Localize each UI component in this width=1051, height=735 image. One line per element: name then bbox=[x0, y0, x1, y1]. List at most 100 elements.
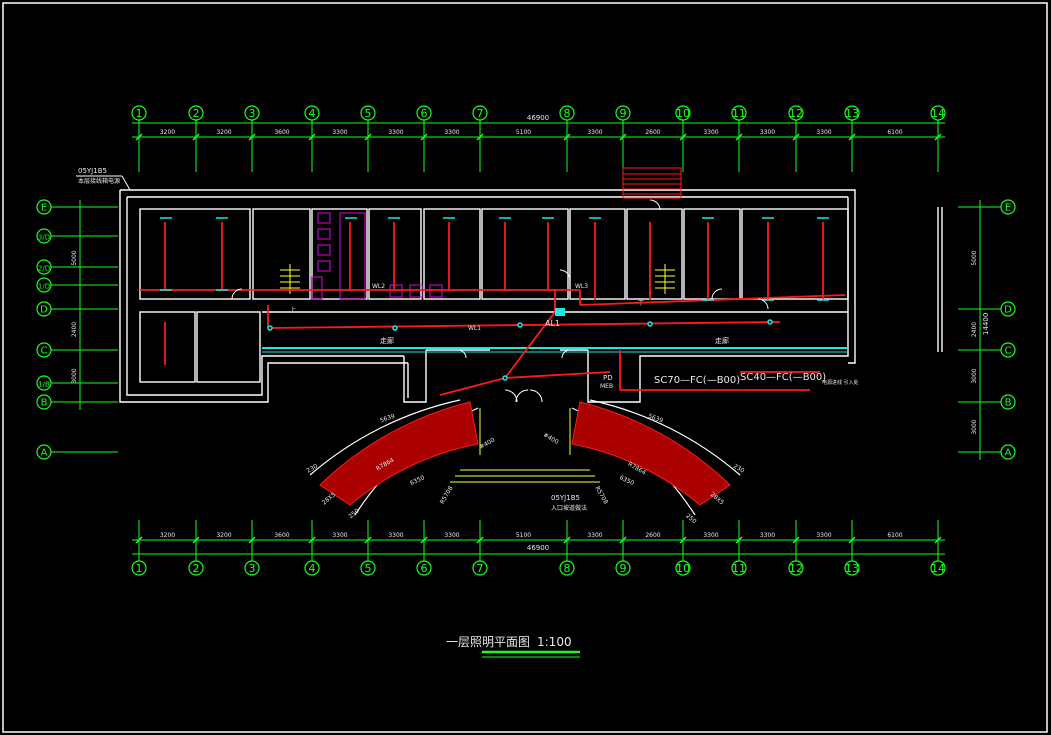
column-axis-2-top-label: 2 bbox=[193, 107, 200, 120]
dim-right-total: 14400 bbox=[982, 313, 990, 335]
dim-top-tick-2 bbox=[192, 133, 200, 141]
dim-bottom-span-9: 2600 bbox=[645, 532, 660, 539]
vdim-right-3: 3000 bbox=[971, 368, 978, 383]
column-axis-12-top-label: 12 bbox=[789, 107, 803, 120]
dim-bottom-tick-10 bbox=[679, 536, 687, 544]
panel-pd-label: PD bbox=[603, 374, 613, 382]
arc-dim-5: R5708 bbox=[439, 485, 455, 505]
corridor-right-label: 走廊 bbox=[715, 336, 729, 345]
row-axis-E-left-label: E bbox=[41, 203, 47, 214]
dim-top-span-6: 3300 bbox=[444, 129, 459, 136]
dim-top-span-8: 3300 bbox=[587, 129, 602, 136]
entrance-ramp-right bbox=[571, 399, 741, 516]
cable-label-1: SC70—FC(—B00) bbox=[654, 375, 740, 386]
dim-bottom-span-7: 5100 bbox=[516, 532, 531, 539]
row-axis-A-right-label: A bbox=[1005, 448, 1012, 459]
ref-top-left: 05YJ1B5 bbox=[78, 167, 107, 175]
dim-bottom-tick-13 bbox=[848, 536, 856, 544]
dim-top-tick-9 bbox=[619, 133, 627, 141]
column-axis-3-top-label: 3 bbox=[249, 107, 256, 120]
column-axis-9-bottom-label: 9 bbox=[620, 562, 627, 575]
dim-top-span-2: 3200 bbox=[216, 129, 231, 136]
row-axis-B-right-label: B bbox=[1005, 398, 1012, 409]
drawing-scale: 1:100 bbox=[537, 635, 572, 649]
dim-bottom-span-10: 3300 bbox=[703, 532, 718, 539]
dim-bottom-tick-6 bbox=[420, 536, 428, 544]
row-axis-3/D-left-label: 3/D bbox=[38, 234, 50, 242]
row-axis-C-left-label: C bbox=[41, 346, 48, 357]
vdim-right-4: 3000 bbox=[971, 419, 978, 434]
column-axis-13-top-label: 13 bbox=[845, 107, 859, 120]
arc-dim-1: 5639 bbox=[379, 413, 396, 425]
column-axis-14-top-label: 14 bbox=[931, 107, 945, 120]
column-axis-1-top-label: 1 bbox=[136, 107, 143, 120]
dim-top-tick-5 bbox=[364, 133, 372, 141]
stair-left bbox=[280, 264, 300, 294]
vdim-left-3: 3000 bbox=[71, 368, 78, 383]
doors bbox=[231, 199, 769, 403]
dim-top-tick-6 bbox=[420, 133, 428, 141]
column-axis-13-bottom-label: 13 bbox=[845, 562, 859, 575]
arc-dim-16: #400 bbox=[542, 432, 560, 446]
lighting-circuits bbox=[140, 222, 846, 396]
row-axis-B-left-label: B bbox=[41, 398, 48, 409]
entrance-platform bbox=[450, 408, 600, 483]
row-axis-1/D-left-label: 1/D bbox=[38, 283, 50, 291]
note-top-left: 本层接线箱电源 bbox=[78, 177, 120, 185]
dim-top-tick-11 bbox=[735, 133, 743, 141]
column-axis-8-top-label: 8 bbox=[564, 107, 571, 120]
wl1-label: WL1 bbox=[468, 325, 481, 332]
row-axis-C-right-label: C bbox=[1005, 346, 1012, 357]
wl2-label: WL2 bbox=[372, 283, 385, 290]
dim-top-span-1: 3200 bbox=[160, 129, 175, 136]
column-axis-10-top-label: 10 bbox=[676, 107, 690, 120]
dim-bottom-span-4: 3300 bbox=[332, 532, 347, 539]
column-axis-5-bottom-label: 5 bbox=[365, 562, 372, 575]
vdim-right-1: 5000 bbox=[971, 250, 978, 265]
dim-top-span-10: 3300 bbox=[703, 129, 718, 136]
arc-dim-2: 5639 bbox=[647, 413, 664, 425]
dim-top-span-4: 3300 bbox=[332, 129, 347, 136]
toilet-fixtures bbox=[311, 212, 443, 300]
corridor-left-label: 走廊 bbox=[380, 336, 394, 345]
stair-up-label: 上 bbox=[290, 306, 296, 314]
dim-bottom-tick-11 bbox=[735, 536, 743, 544]
dim-bottom-tick-3 bbox=[248, 536, 256, 544]
column-axis-11-bottom-label: 11 bbox=[732, 562, 746, 575]
dim-bottom-tick-1 bbox=[135, 536, 143, 544]
dim-bottom-tick-4 bbox=[308, 536, 316, 544]
dim-top-tick-4 bbox=[308, 133, 316, 141]
dim-top-span-5: 3300 bbox=[388, 129, 403, 136]
building-walls bbox=[119, 189, 943, 403]
dim-top-span-12: 3300 bbox=[816, 129, 831, 136]
column-axis-4-bottom-label: 4 bbox=[309, 562, 316, 575]
dim-bottom-tick-8 bbox=[563, 536, 571, 544]
drawing-title: 一层照明平面图 bbox=[446, 635, 530, 649]
vdim-left-2: 2400 bbox=[71, 322, 78, 337]
column-axis-6-top-label: 6 bbox=[421, 107, 428, 120]
column-axis-5-top-label: 5 bbox=[365, 107, 372, 120]
dim-top-span-9: 2600 bbox=[645, 129, 660, 136]
arc-dim-15: #400 bbox=[478, 436, 496, 450]
column-axis-10-bottom-label: 10 bbox=[676, 562, 690, 575]
dim-top-tick-10 bbox=[679, 133, 687, 141]
note-bottom: 入口坡道做法 bbox=[551, 504, 587, 512]
column-axis-3-bottom-label: 3 bbox=[249, 562, 256, 575]
vdim-left-1: 5000 bbox=[71, 250, 78, 265]
arc-dim-14: 250 bbox=[684, 512, 697, 525]
rear-steps bbox=[622, 167, 682, 199]
arc-dim-12: 28X5 bbox=[709, 491, 726, 506]
dim-top-span-13: 6100 bbox=[887, 129, 902, 136]
vdim-right-2: 2400 bbox=[971, 322, 978, 337]
dim-total-bottom: 46900 bbox=[527, 544, 549, 552]
arc-dim-6: R5708 bbox=[593, 485, 609, 505]
row-axis-1/B-left-label: 1/B bbox=[38, 381, 50, 389]
column-axis-14-bottom-label: 14 bbox=[931, 562, 945, 575]
dim-bottom-span-12: 3300 bbox=[816, 532, 831, 539]
dim-top-tick-12 bbox=[792, 133, 800, 141]
